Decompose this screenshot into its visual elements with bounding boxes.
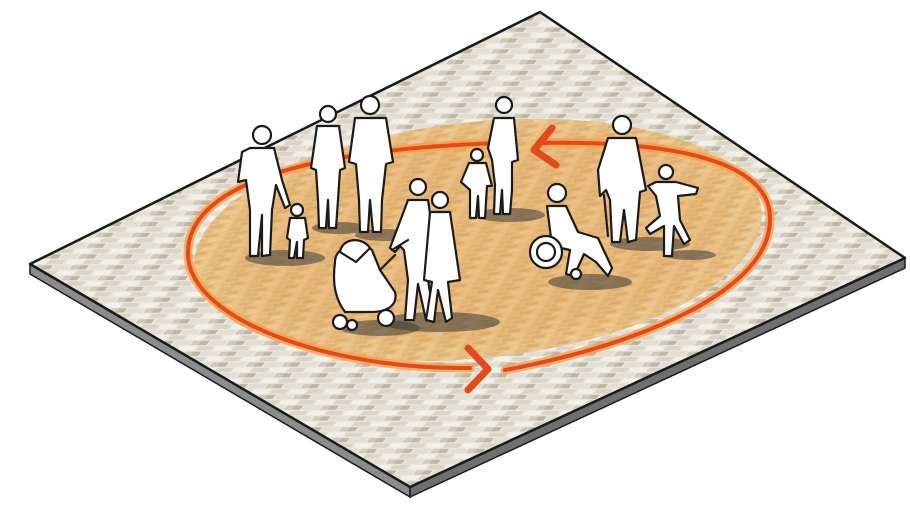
- plaza-scene: [0, 0, 910, 509]
